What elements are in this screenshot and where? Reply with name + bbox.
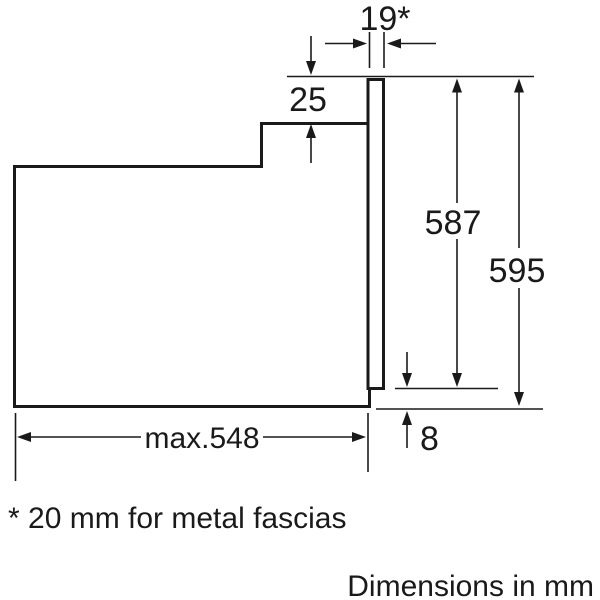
dim-19-label: 19*	[359, 0, 410, 38]
oven-body-outline	[13, 122, 371, 408]
dim-587-arrow-down-icon	[452, 373, 462, 387]
fascia-panel	[366, 78, 385, 390]
footnote: * 20 mm for metal fascias	[8, 502, 346, 535]
dim-595-label: 595	[489, 252, 546, 290]
dimension-labels: 19* 25 587 595 8 max.548 * 20 mm for met…	[8, 0, 594, 600]
dim-8-arrow-up-icon	[402, 411, 412, 425]
dim-19-arrow-right-icon	[353, 38, 367, 49]
dim-8-label: 8	[420, 420, 439, 458]
dim-595-arrow-down-icon	[514, 392, 524, 406]
dim-25-arrow-down-icon	[306, 61, 316, 75]
dim-8-arrow-down-icon	[402, 373, 412, 387]
units-caption: Dimensions in mm	[347, 570, 594, 600]
dim-548-arrow-left-icon	[17, 432, 31, 442]
dim-19-arrow-left-icon	[387, 38, 401, 49]
dim-max548-label: max.548	[144, 422, 259, 455]
dim-25-arrow-up-icon	[306, 124, 316, 138]
dim-595-arrow-up-icon	[514, 78, 524, 93]
dim-587-arrow-up-icon	[452, 78, 462, 93]
arrowheads	[17, 38, 524, 442]
appliance-outline	[13, 78, 385, 408]
dim-587-label: 587	[425, 204, 482, 242]
dim-548-arrow-right-icon	[352, 432, 366, 442]
dimension-lines	[14, 32, 543, 481]
dim-25-label: 25	[289, 81, 327, 119]
